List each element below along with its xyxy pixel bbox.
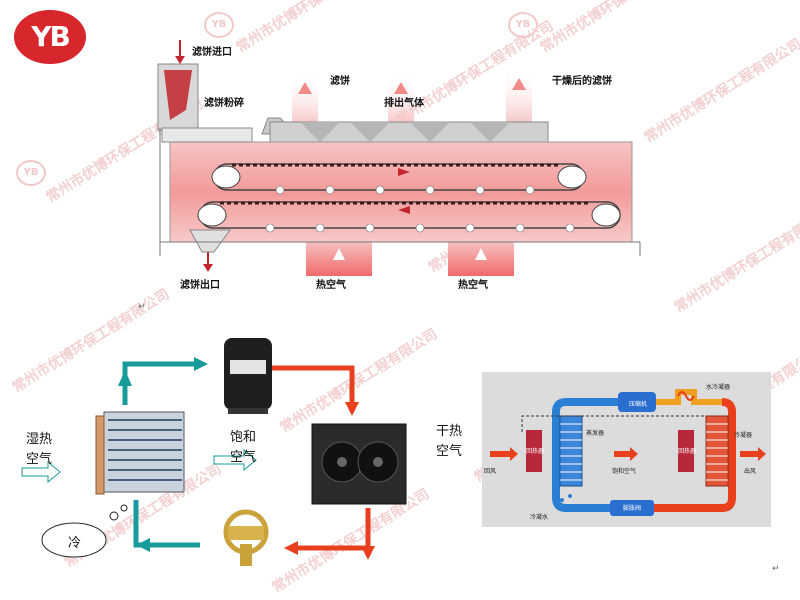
belt-roller bbox=[591, 203, 621, 227]
label-dried-cake: 干燥后的滤饼 bbox=[552, 76, 612, 87]
refrigerant-pipe-red bbox=[654, 398, 736, 512]
flow-arrow bbox=[398, 168, 410, 176]
hp-condenser bbox=[705, 415, 729, 487]
evaporator-fins bbox=[560, 423, 582, 481]
hot-air-arrow bbox=[333, 248, 345, 260]
label-hot-air: 热空气 bbox=[316, 280, 346, 291]
hp-label-water-condenser: 水冷凝器 bbox=[706, 384, 731, 391]
label-cake-outlet: 滤饼出口 bbox=[180, 280, 220, 291]
expansion-valve bbox=[223, 509, 269, 566]
label-cake: 滤饼 bbox=[330, 76, 350, 87]
return-mark: ↵ bbox=[138, 302, 146, 312]
hp-label-reheater: 回热器 bbox=[526, 448, 545, 455]
refrigerant-pipe-blue bbox=[552, 398, 610, 512]
evaporator-coil bbox=[95, 411, 185, 495]
condenser-fan-unit bbox=[311, 423, 407, 505]
watermark-logo: YB bbox=[204, 12, 234, 38]
hp-label-condenser: 冷凝器 bbox=[734, 432, 753, 439]
label-saturated-air: 空气 bbox=[230, 450, 257, 465]
belt-roller bbox=[197, 203, 227, 227]
belt-idlers bbox=[265, 185, 575, 233]
hp-label-condensate: 冷凝水 bbox=[530, 514, 549, 521]
belt-dryer-diagram bbox=[157, 40, 641, 276]
belt-roller bbox=[211, 165, 241, 189]
watermark-logo: YB bbox=[508, 12, 538, 38]
exhaust-arrow bbox=[298, 82, 312, 94]
teal-arrow-right bbox=[194, 357, 208, 371]
compressor bbox=[224, 338, 272, 414]
hp-expansion-valve bbox=[610, 500, 654, 516]
hp-label-saturated-air: 饱和空气 bbox=[612, 468, 637, 475]
inlet-air-arrow bbox=[21, 460, 61, 484]
saturated-air-arrow bbox=[213, 448, 257, 472]
red-arrow-down bbox=[361, 546, 375, 560]
refrigeration-cycle-diagram bbox=[21, 338, 407, 566]
refrigerant-pipe-orange bbox=[656, 389, 722, 405]
hp-label-compressor: 压缩机 bbox=[628, 401, 647, 408]
watermark-logo: YB bbox=[16, 160, 46, 186]
hp-evaporator bbox=[559, 415, 583, 487]
hp-label-outlet-air: 出风 bbox=[744, 468, 757, 475]
hood-notch bbox=[350, 122, 390, 142]
cold-cloud bbox=[41, 504, 128, 558]
exhaust-arrow bbox=[394, 82, 408, 94]
outlet-chute bbox=[189, 229, 231, 253]
belt-roller bbox=[557, 165, 587, 189]
return-mark: ↵ bbox=[772, 564, 780, 574]
teal-arrow-left bbox=[136, 538, 150, 552]
condenser-fins bbox=[706, 423, 728, 481]
return-air-arrow bbox=[490, 447, 518, 461]
hp-label-return-air: 回风 bbox=[484, 468, 497, 475]
water-condenser-coil bbox=[677, 391, 695, 401]
label-dry-hot-air: 空气 bbox=[436, 444, 463, 459]
label-saturated-air: 饱和 bbox=[230, 430, 257, 445]
hp-label-evaporator: 蒸发器 bbox=[586, 430, 605, 437]
inlet-arrow-head bbox=[175, 56, 185, 64]
red-arrow-down bbox=[345, 402, 359, 416]
hood-notch bbox=[300, 122, 340, 142]
hood-notch bbox=[470, 122, 510, 142]
label-dry-hot-air: 干热 bbox=[436, 424, 463, 439]
company-logo: YB bbox=[14, 10, 86, 64]
hot-air-arrow bbox=[475, 248, 487, 260]
reheater-right bbox=[678, 430, 694, 472]
label-hot-air: 热空气 bbox=[458, 280, 488, 291]
crusher bbox=[161, 127, 253, 143]
bypass-dashed-line bbox=[521, 415, 704, 432]
label-cake-inlet: 滤饼进口 bbox=[192, 47, 232, 58]
reheater-left bbox=[526, 430, 542, 472]
heat-pump-panel: 压缩机 水冷凝器 回风 蒸发器 饱和空气 冷凝器 回热器 回热器 出风 冷凝水 … bbox=[482, 372, 771, 527]
label-cold: 冷 bbox=[68, 536, 82, 551]
hp-label-expansion-valve: 膨胀阀 bbox=[622, 505, 641, 512]
teal-arrow-up bbox=[118, 370, 132, 386]
label-wet-hot-air: 湿热 bbox=[26, 432, 53, 447]
outlet-air-arrow bbox=[740, 447, 766, 461]
condensate-drops bbox=[552, 494, 572, 502]
hp-label-reheater: 回热器 bbox=[678, 448, 697, 455]
hood-notch bbox=[410, 122, 450, 142]
exhaust-arrow bbox=[512, 78, 526, 90]
flow-arrow bbox=[398, 206, 410, 214]
red-arrow-left bbox=[284, 541, 298, 555]
hp-compressor bbox=[618, 392, 656, 412]
heat-pump-schematic bbox=[490, 389, 766, 516]
outlet-arrow-head bbox=[203, 264, 213, 272]
label-exhaust: 排出气体 bbox=[384, 98, 424, 109]
filter-cake-feed bbox=[164, 70, 192, 120]
saturated-air-arrow bbox=[614, 447, 638, 461]
dryer-chamber bbox=[169, 141, 633, 243]
label-cake-crush: 滤饼粉碎 bbox=[204, 98, 244, 109]
label-wet-hot-air: 空气 bbox=[26, 452, 53, 467]
